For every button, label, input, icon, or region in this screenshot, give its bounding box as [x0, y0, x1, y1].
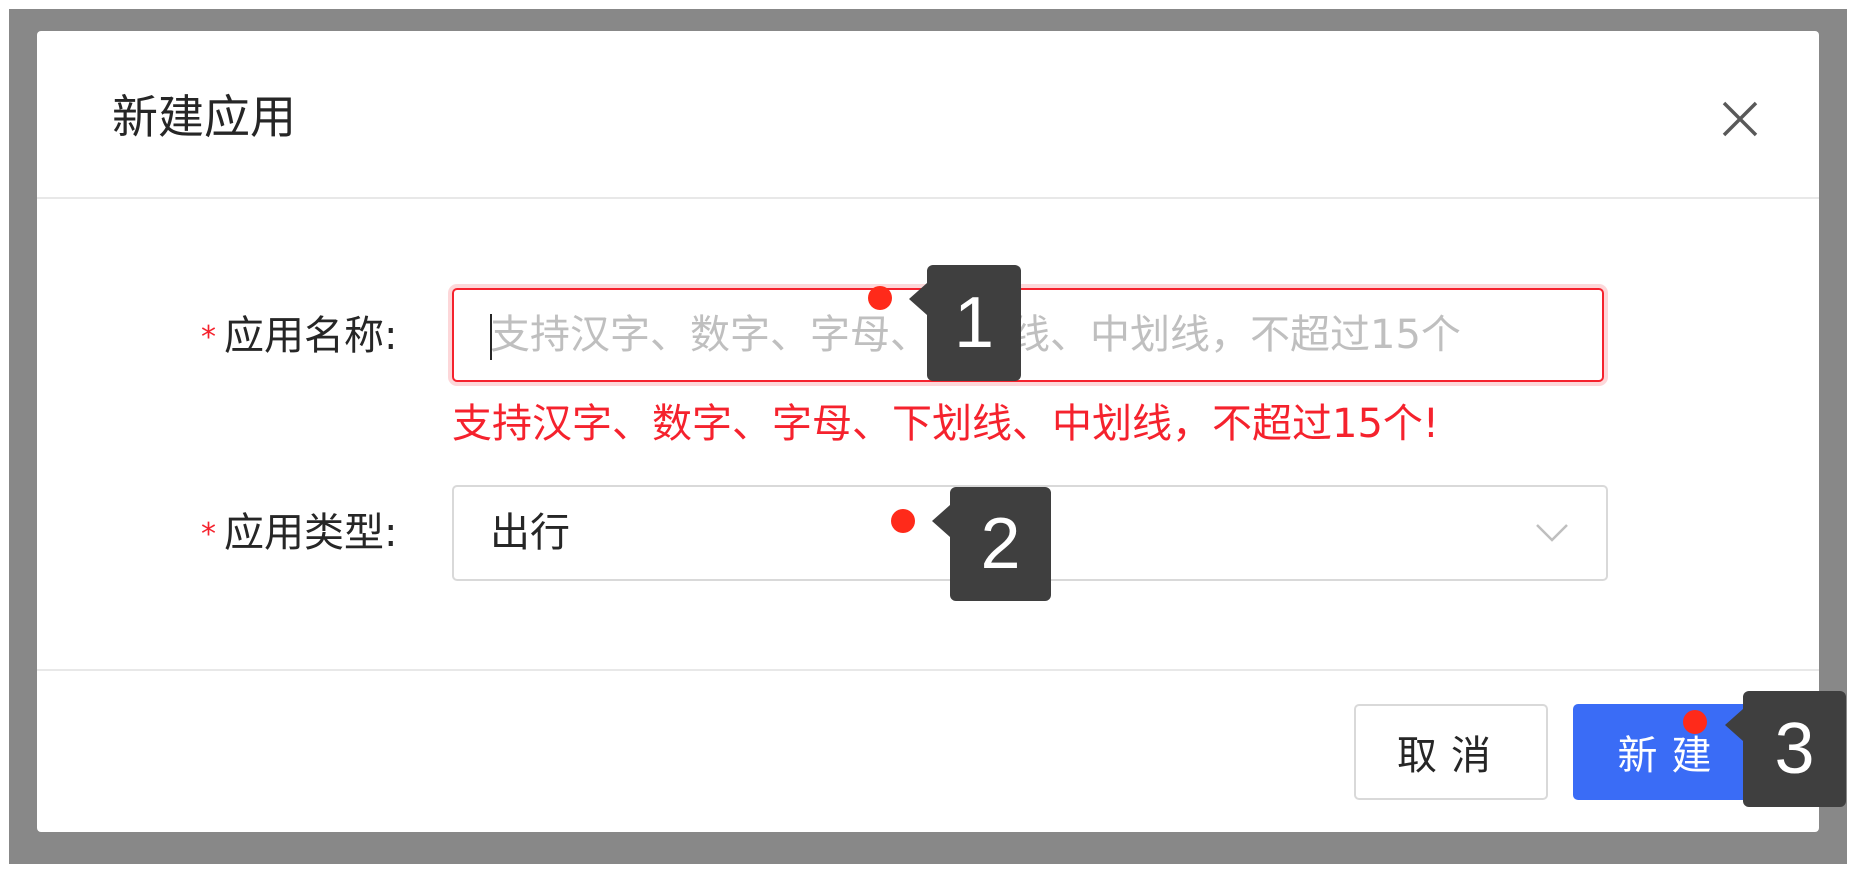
required-mark: * — [201, 517, 216, 552]
app-name-error: 支持汉字、数字、字母、下划线、中划线，不超过15个! — [452, 401, 1439, 447]
app-name-label: *应用名称: — [201, 311, 397, 363]
footer-divider — [37, 669, 1819, 671]
annotation-dot-2 — [891, 509, 915, 533]
annotation-badge-2: 2 — [932, 487, 1051, 601]
required-mark: * — [201, 320, 216, 355]
annotation-dot-1 — [868, 286, 892, 310]
new-app-dialog: 新建应用 *应用名称: 支持汉字、数字、字母、下划线、中划线，不超过15个! *… — [37, 31, 1819, 832]
annotation-badge-1: 1 — [909, 265, 1021, 381]
dialog-title: 新建应用 — [112, 90, 296, 144]
create-button[interactable]: 新建 — [1573, 704, 1770, 800]
annotation-dot-3 — [1683, 710, 1707, 734]
app-type-selected: 出行 — [490, 510, 570, 556]
app-type-label-text: 应用类型: — [224, 510, 398, 556]
close-icon[interactable] — [1712, 91, 1768, 147]
annotation-badge-3: 3 — [1725, 691, 1846, 807]
header-divider — [37, 197, 1819, 199]
text-cursor — [490, 314, 492, 360]
cancel-button[interactable]: 取消 — [1354, 704, 1548, 800]
chevron-down-icon — [1534, 517, 1570, 547]
app-name-input-wrapper — [452, 288, 1604, 382]
app-name-input[interactable] — [454, 290, 1602, 380]
app-name-label-text: 应用名称: — [224, 313, 398, 359]
app-type-label: *应用类型: — [201, 508, 397, 560]
